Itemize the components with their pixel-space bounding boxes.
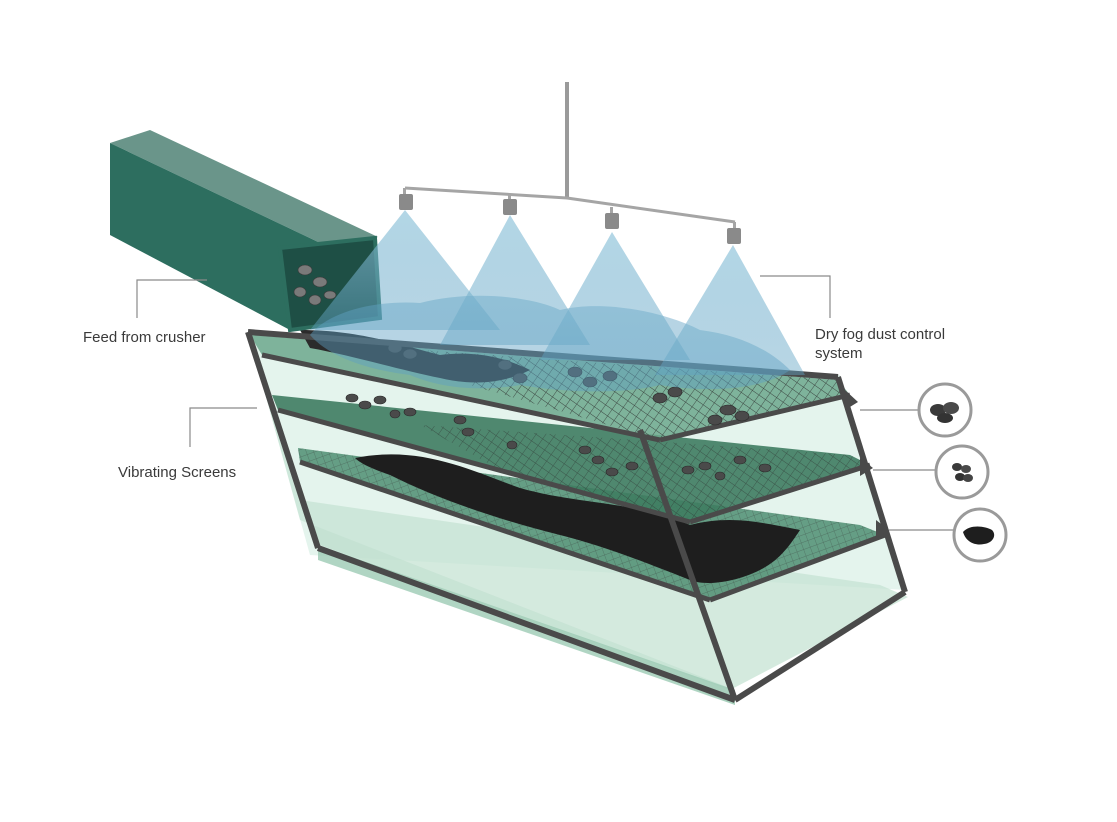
spray-system [310, 82, 805, 375]
label-dry-fog-system: Dry fog dust control system [815, 325, 1005, 363]
leader-fog [760, 275, 831, 318]
label-vibrating-screens: Vibrating Screens [118, 464, 237, 481]
chute-rocks [293, 264, 337, 306]
output-coarse [917, 382, 973, 438]
nozzle-drops [403, 188, 736, 228]
chute-top [110, 130, 378, 250]
label-fog-line2: system [815, 345, 863, 362]
screen-deck-middle [272, 393, 871, 525]
spray-cone [540, 232, 690, 360]
screen-deck-bottom [298, 448, 886, 603]
spray-nozzle [605, 213, 619, 229]
fine-material [355, 454, 800, 583]
output-fine [952, 507, 1008, 563]
screen-floor [300, 500, 908, 690]
coarse-rocks [387, 342, 750, 426]
label-fog-line1: Dry fog dust control [815, 326, 946, 343]
feed-chute [110, 130, 383, 333]
leader-screens [189, 407, 257, 447]
spray-cone [655, 245, 805, 375]
output-medium [934, 444, 990, 500]
spray-header [404, 186, 736, 224]
leader-lines [136, 275, 955, 531]
outlet-markers [845, 390, 889, 538]
leader-feed [136, 279, 207, 318]
medium-rocks [345, 393, 772, 481]
chute-side [110, 143, 335, 330]
spray-nozzle [399, 194, 413, 210]
spray-nozzle [503, 199, 517, 215]
spray-cone [310, 210, 500, 330]
spray-cone [440, 215, 590, 345]
spray-nozzle [727, 228, 741, 244]
label-feed-from-crusher: Feed from crusher [83, 329, 206, 346]
